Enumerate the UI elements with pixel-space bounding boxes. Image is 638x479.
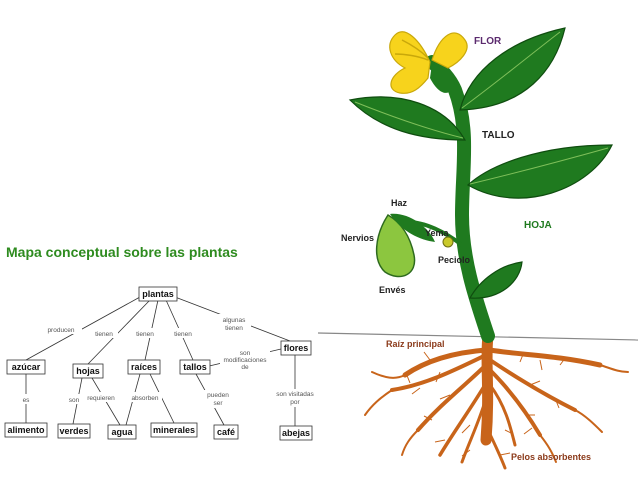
label-enves: Envés — [379, 285, 406, 295]
small-leaf — [375, 213, 416, 278]
link-requieren: requieren — [87, 395, 115, 402]
concept-nodes: plantas azúcar hojas raíces tallos flore… — [4, 286, 313, 441]
root-hairs — [405, 351, 567, 457]
svg-text:raíces: raíces — [131, 362, 157, 372]
label-raiz: Raíz principal — [386, 339, 445, 349]
link-algunas: algunas — [223, 317, 247, 324]
node-azucar: azúcar — [6, 359, 46, 375]
flower — [389, 31, 468, 94]
svg-text:tallos: tallos — [183, 362, 207, 372]
label-peciolo: Peciolo — [438, 255, 471, 265]
page-title: Mapa conceptual sobre las plantas — [6, 244, 238, 260]
link-absorben: absorben — [131, 395, 158, 402]
svg-text:abejas: abejas — [282, 428, 310, 438]
ground-line — [317, 332, 638, 341]
concept-link-labels: producen tienen tienen tienen algunas ti… — [18, 314, 318, 408]
link-modificaciones: modificaciones — [224, 357, 268, 364]
link-tienen: tienen — [174, 331, 192, 338]
svg-text:alimento: alimento — [7, 425, 45, 435]
link-ser: ser — [213, 400, 223, 407]
node-abejas: abejas — [279, 425, 313, 441]
svg-text:minerales: minerales — [153, 425, 195, 435]
svg-text:agua: agua — [111, 427, 133, 437]
link-son: son — [69, 397, 80, 404]
node-minerales: minerales — [150, 422, 198, 438]
node-tallos: tallos — [179, 359, 211, 375]
concept-map: .edge { stroke:#333; stroke-width:0.8; f… — [4, 286, 318, 441]
node-plantas: plantas — [138, 286, 178, 302]
yema-bud — [442, 236, 454, 248]
svg-text:plantas: plantas — [142, 289, 174, 299]
node-verdes: verdes — [57, 423, 91, 439]
svg-text:flores: flores — [284, 343, 309, 353]
link-son-mod: son — [240, 350, 251, 357]
link-son-visitadas: son visitadas — [276, 391, 314, 398]
plant-labels: FLOR TALLO HOJA Haz Nervios Yema Peciolo… — [341, 36, 591, 462]
node-alimento: alimento — [4, 422, 48, 438]
label-haz: Haz — [391, 198, 408, 208]
link-pueden: pueden — [207, 392, 229, 399]
leaf-veins — [354, 31, 609, 185]
node-agua: agua — [107, 424, 137, 440]
link-es: es — [23, 397, 31, 404]
label-pelos: Pelos absorbentes — [511, 452, 591, 462]
node-cafe: café — [213, 424, 239, 440]
node-raices: raíces — [127, 359, 161, 375]
svg-text:hojas: hojas — [76, 366, 100, 376]
label-tallo: TALLO — [482, 130, 515, 141]
label-flor: FLOR — [474, 36, 502, 47]
label-yema: Yema — [425, 228, 450, 238]
link-por: por — [290, 399, 300, 406]
node-flores: flores — [280, 340, 312, 356]
link-tienen: tienen — [136, 331, 154, 338]
link-algunas-tienen: tienen — [225, 325, 243, 332]
link-producen: producen — [47, 327, 74, 334]
svg-text:azúcar: azúcar — [12, 362, 41, 372]
label-hoja: HOJA — [524, 220, 552, 231]
roots — [364, 330, 629, 470]
label-nervios: Nervios — [341, 233, 374, 243]
small-leaf-dark — [390, 213, 435, 242]
link-de: de — [241, 364, 249, 371]
link-tienen: tienen — [95, 331, 113, 338]
svg-text:verdes: verdes — [59, 426, 88, 436]
node-hojas: hojas — [72, 363, 104, 379]
svg-text:café: café — [217, 427, 235, 437]
